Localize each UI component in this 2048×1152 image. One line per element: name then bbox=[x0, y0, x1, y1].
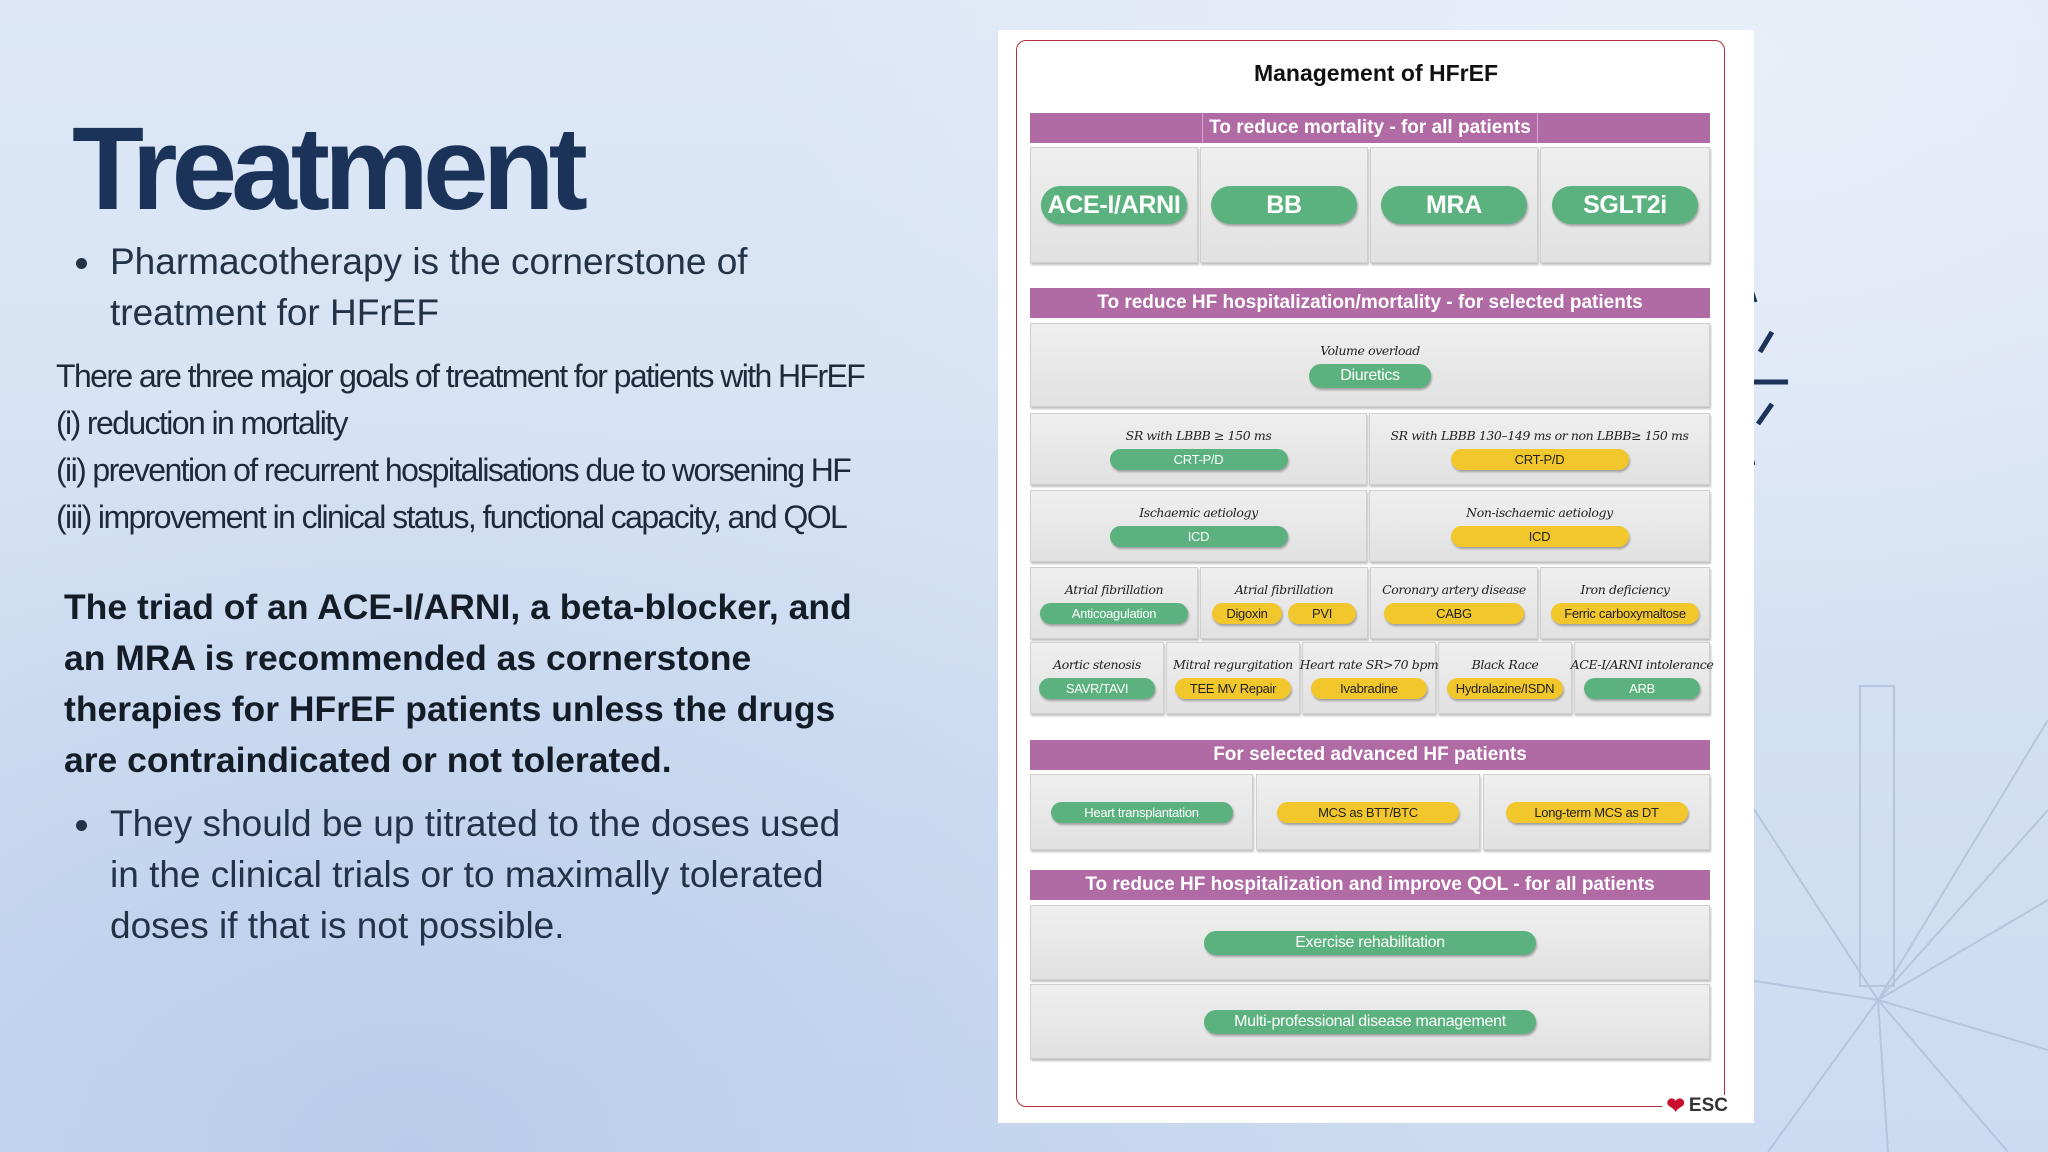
figure-frame bbox=[1016, 40, 1725, 1107]
savr-tavi-pill: SAVR/TAVI bbox=[1039, 678, 1155, 699]
mcs-btt-box: MCS as BTT/BTC bbox=[1256, 774, 1480, 850]
treatment-goals: There are three major goals of treatment… bbox=[56, 353, 936, 541]
anticoagulation-pill: Anticoagulation bbox=[1040, 603, 1188, 624]
pvi-pill: PVI bbox=[1288, 603, 1356, 624]
crt-box-lbbb130: SR with LBBB 130–149 ms or non LBBB≥ 150… bbox=[1369, 413, 1710, 485]
core-drug-box: BB bbox=[1200, 147, 1368, 263]
digoxin-pill: Digoxin bbox=[1212, 603, 1282, 624]
crt-pill-green: CRT-P/D bbox=[1109, 449, 1288, 470]
drug-pill-mra: MRA bbox=[1381, 186, 1527, 224]
goal-1: (i) reduction in mortality bbox=[56, 405, 349, 441]
volume-overload-box: Volume overload Diuretics bbox=[1030, 323, 1710, 407]
mcs-dt-pill: Long-term MCS as DT bbox=[1505, 801, 1688, 823]
ace-arni-intolerance-box: ACE-I/ARNI intolerance ARB bbox=[1571, 642, 1714, 714]
figure-title: Management of HFrEF bbox=[1253, 60, 1499, 86]
heart-transplant-box: Heart transplantation bbox=[1030, 774, 1253, 850]
diuretics-pill: Diuretics bbox=[1309, 363, 1431, 388]
ivabradine-pill: Ivabradine bbox=[1311, 678, 1427, 699]
core-drug-box: MRA bbox=[1370, 147, 1538, 263]
drug-pill-ace-arni: ACE-I/ARNI bbox=[1041, 186, 1187, 224]
decorative-starburst bbox=[1748, 685, 2048, 1152]
tee-mv-repair-pill: TEE MV Repair bbox=[1175, 678, 1291, 699]
af-digoxin-box: Atrial fibrillation Digoxin PVI bbox=[1200, 567, 1368, 639]
hydralazine-isdn-pill: Hydralazine/ISDN bbox=[1447, 678, 1563, 699]
exercise-rehab-box: Exercise rehabilitation bbox=[1030, 905, 1710, 980]
crt-pill-yellow: CRT-P/D bbox=[1450, 449, 1629, 470]
heart-rate-box: Heart rate SR>70 bpm Ivabradine bbox=[1300, 642, 1439, 714]
drug-pill-sglt2i: SGLT2i bbox=[1552, 186, 1698, 224]
header-qol: To reduce HF hospitalization and improve… bbox=[1030, 870, 1710, 900]
core-drug-box: SGLT2i bbox=[1540, 147, 1710, 263]
titration-bullet: They should be up titrated to the doses … bbox=[72, 798, 872, 951]
hfref-management-figure: Management of HFrEF To reduce mortality … bbox=[998, 30, 1754, 1123]
exercise-rehabilitation-pill: Exercise rehabilitation bbox=[1204, 930, 1536, 955]
titration-bullet-list: They should be up titrated to the doses … bbox=[72, 798, 872, 951]
disease-management-pill: Multi-professional disease management bbox=[1204, 1009, 1536, 1034]
heart-transplantation-pill: Heart transplantation bbox=[1050, 801, 1233, 823]
core-drug-box: ACE-I/ARNI bbox=[1030, 147, 1198, 263]
cad-box: Coronary artery disease CABG bbox=[1370, 567, 1538, 639]
header-advanced: For selected advanced HF patients bbox=[1030, 740, 1710, 770]
drug-pill-bb: BB bbox=[1211, 186, 1357, 224]
arb-pill: ARB bbox=[1584, 678, 1700, 699]
esc-logo: ❤ ESC bbox=[1662, 1095, 1732, 1117]
crt-box-lbbb150: SR with LBBB ≥ 150 ms CRT-P/D bbox=[1030, 413, 1367, 485]
goal-2: (ii) prevention of recurrent hospitalisa… bbox=[56, 452, 852, 488]
goal-3: (iii) improvement in clinical status, fu… bbox=[56, 499, 848, 535]
iron-deficiency-box: Iron deficiency Ferric carboxymaltose bbox=[1540, 567, 1710, 639]
ferric-carboxymaltose-pill: Ferric carboxymaltose bbox=[1551, 603, 1699, 624]
triad-statement: The triad of an ACE-I/ARNI, a beta-block… bbox=[64, 587, 852, 780]
goals-intro: There are three major goals of treatment… bbox=[56, 358, 866, 394]
black-race-box: Black Race Hydralazine/ISDN bbox=[1438, 642, 1572, 714]
icd-box-ischaemic: Ischaemic aetiology ICD bbox=[1030, 490, 1367, 562]
slide-title: Treatment bbox=[72, 103, 588, 235]
mcs-dt-box: Long-term MCS as DT bbox=[1483, 774, 1710, 850]
af-anticoag-box: Atrial fibrillation Anticoagulation bbox=[1030, 567, 1198, 639]
cabg-pill: CABG bbox=[1384, 603, 1524, 624]
intro-bullet-list: Pharmacotherapy is the cornerstone of tr… bbox=[72, 236, 832, 338]
icd-box-non-ischaemic: Non-ischaemic aetiology ICD bbox=[1369, 490, 1710, 562]
icd-pill-yellow: ICD bbox=[1450, 526, 1629, 547]
volume-label: Volume overload bbox=[1320, 342, 1420, 358]
mitral-regurgitation-box: Mitral regurgitation TEE MV Repair bbox=[1166, 642, 1300, 714]
icd-pill-green: ICD bbox=[1109, 526, 1288, 547]
heart-icon: ❤ bbox=[1666, 1093, 1685, 1118]
header-mortality-all: To reduce mortality - for all patients bbox=[1030, 113, 1710, 143]
aortic-stenosis-box: Aortic stenosis SAVR/TAVI bbox=[1030, 642, 1164, 714]
header-selected: To reduce HF hospitalization/mortality -… bbox=[1030, 288, 1710, 318]
disease-management-box: Multi-professional disease management bbox=[1030, 984, 1710, 1059]
mcs-btt-pill: MCS as BTT/BTC bbox=[1277, 801, 1459, 823]
intro-bullet: Pharmacotherapy is the cornerstone of tr… bbox=[72, 236, 832, 338]
decorative-lines bbox=[1750, 290, 1788, 466]
